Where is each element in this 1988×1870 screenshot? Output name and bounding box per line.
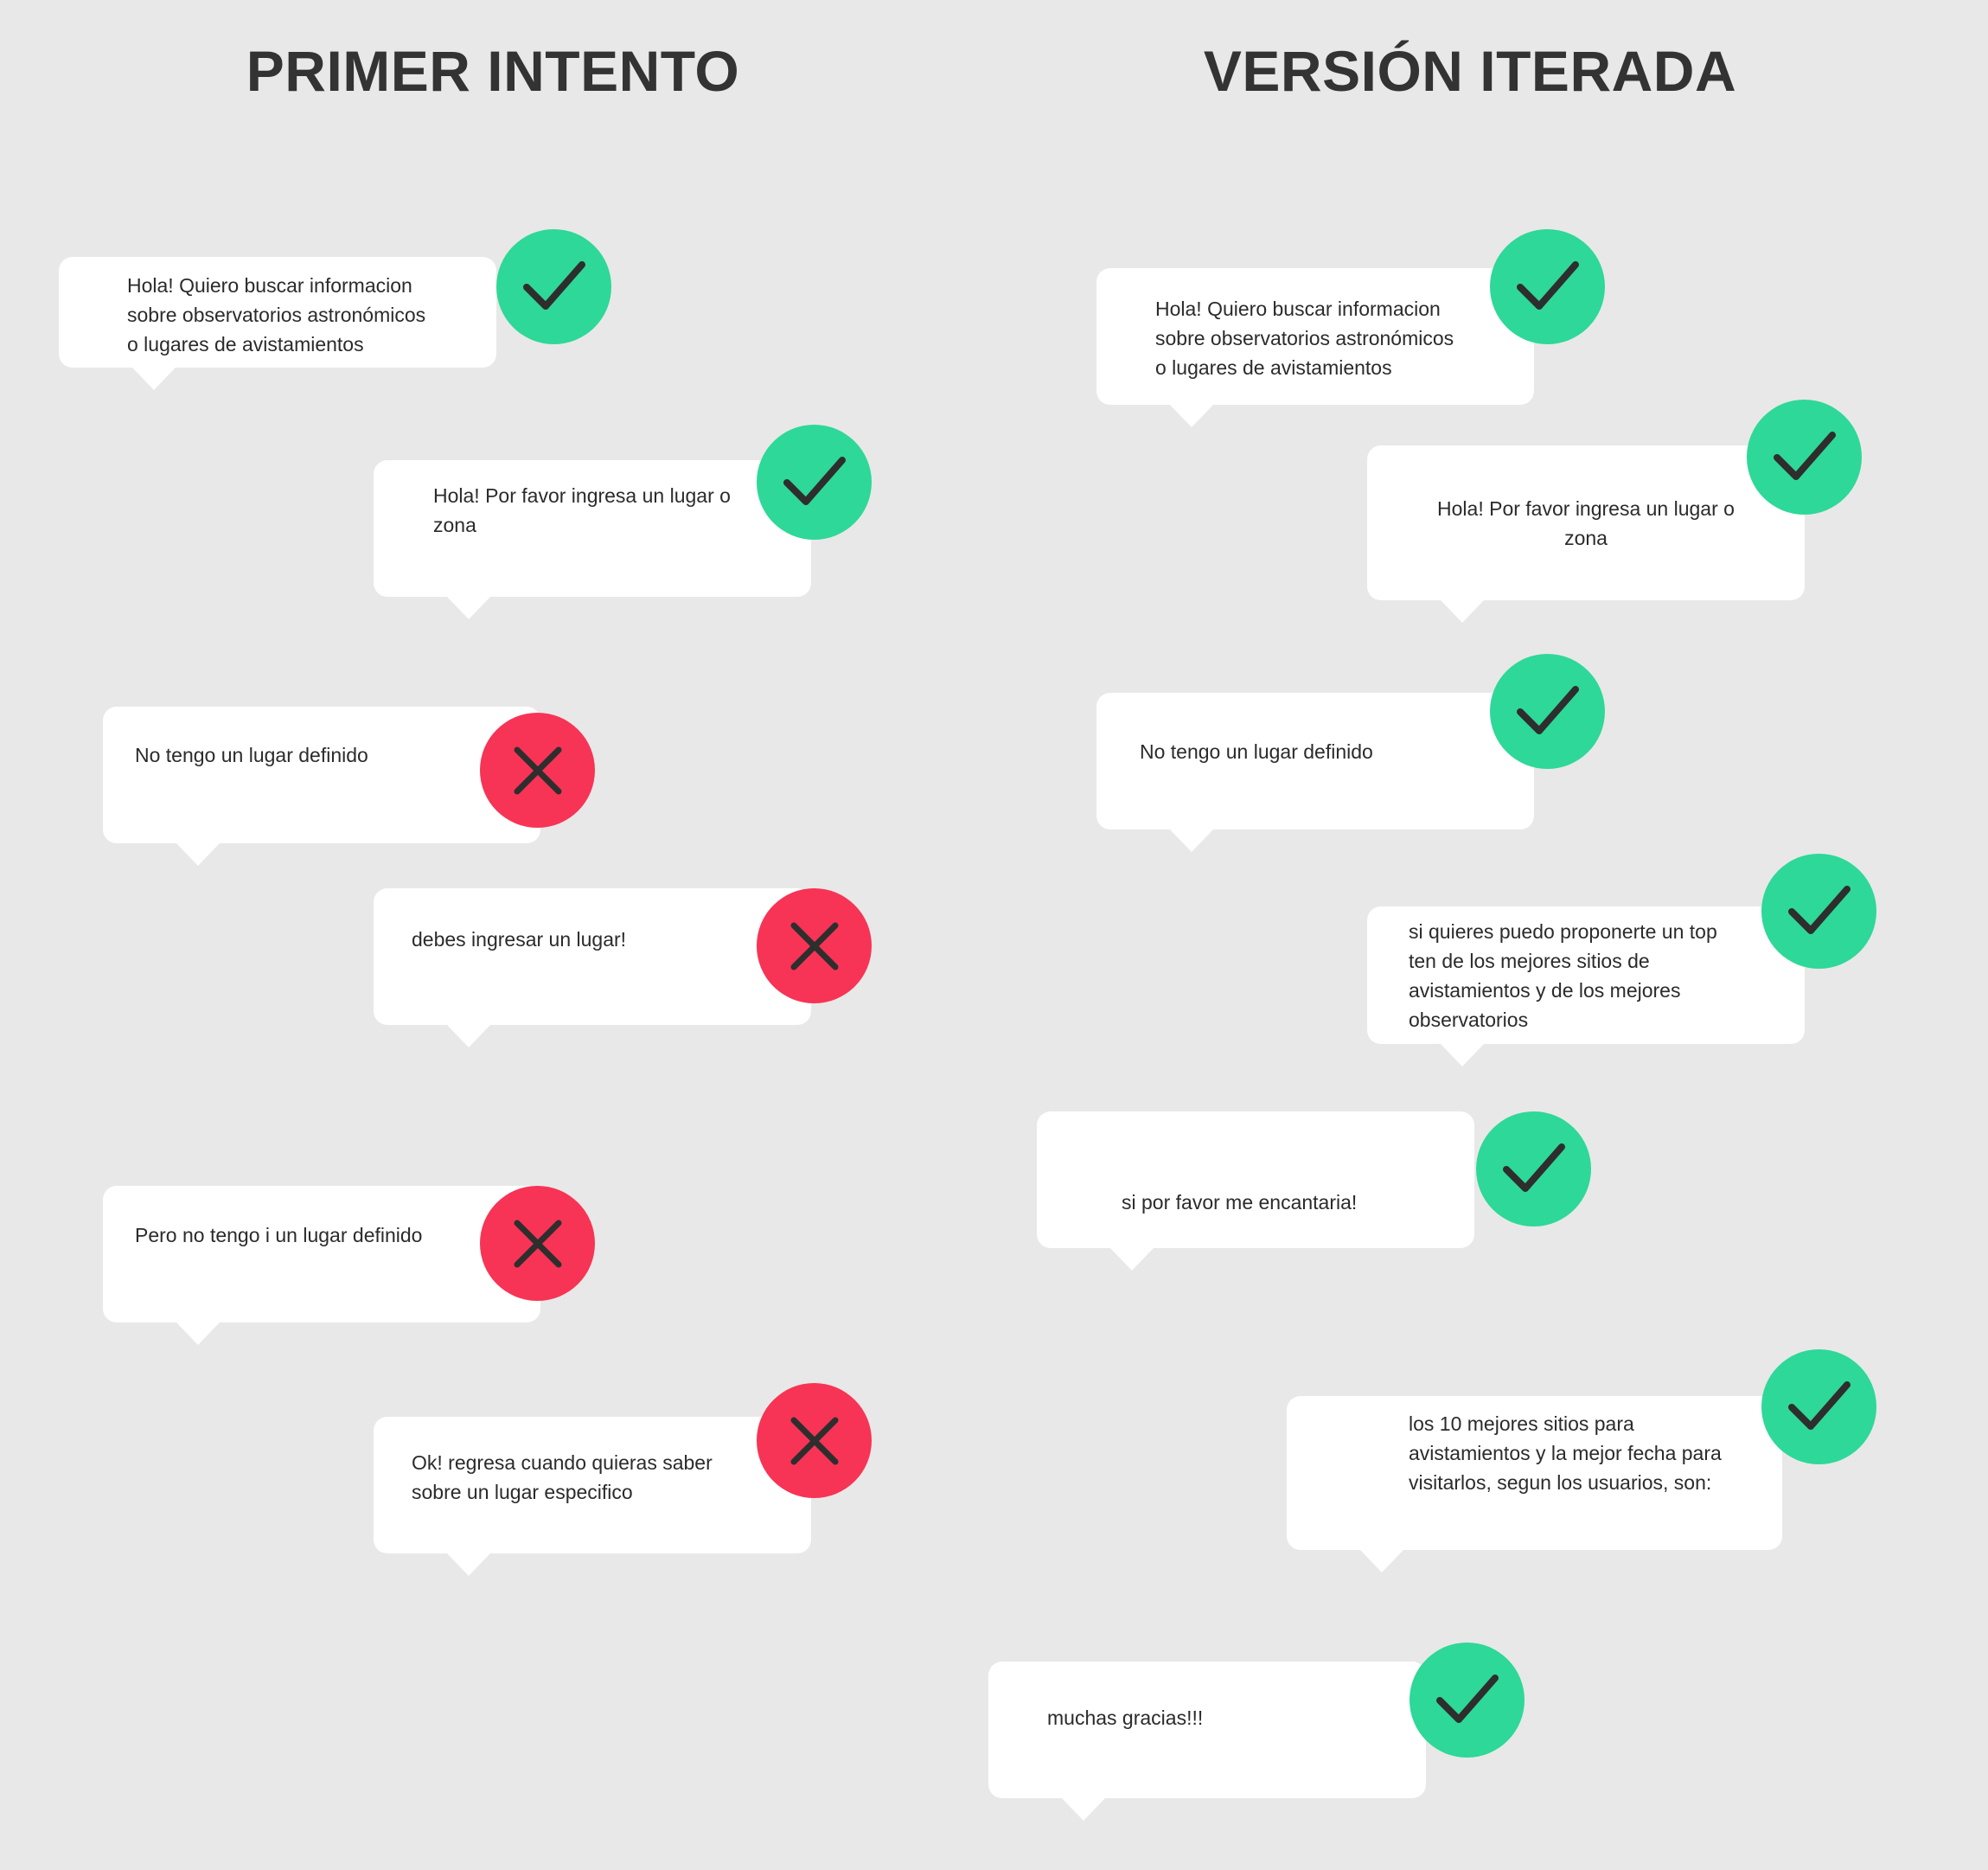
check-icon <box>1747 400 1862 515</box>
check-icon <box>1761 1349 1876 1464</box>
check-icon <box>1409 1643 1525 1758</box>
message-text: Pero no tengo i un lugar definido <box>135 1224 423 1246</box>
x-icon <box>757 888 872 1003</box>
message-text: los 10 mejores sitios para avistamientos… <box>1409 1412 1722 1494</box>
check-icon <box>496 229 611 344</box>
message-text: Ok! regresa cuando quieras saber sobre u… <box>412 1451 713 1503</box>
message-text: Hola! Por favor ingresa un lugar o zona <box>433 484 731 536</box>
message-text: muchas gracias!!! <box>1047 1707 1204 1729</box>
x-icon <box>757 1383 872 1498</box>
chat-bubble-bot: Ok! regresa cuando quieras saber sobre u… <box>374 1417 811 1576</box>
chat-bubble-user: Hola! Quiero buscar informacion sobre ob… <box>59 257 496 390</box>
check-icon <box>1490 654 1605 769</box>
message-text: No tengo un lugar definido <box>1140 740 1373 763</box>
chat-bubble-user: muchas gracias!!! <box>988 1662 1426 1821</box>
check-icon <box>757 425 872 540</box>
title-primer-intento: PRIMER INTENTO <box>246 39 740 103</box>
check-icon <box>1761 854 1876 969</box>
message-text: si quieres puedo proponerte un top ten d… <box>1409 920 1717 1031</box>
chat-bubble-bot: Hola! Por favor ingresa un lugar o zona <box>374 460 811 619</box>
message-text: Hola! Quiero buscar informacion sobre ob… <box>1155 298 1454 379</box>
chat-bubble-user: Pero no tengo i un lugar definido <box>103 1186 540 1345</box>
title-version-iterada: VERSIÓN ITERADA <box>1203 39 1737 103</box>
message-text: No tengo un lugar definido <box>135 744 368 766</box>
chat-bubble-bot: si quieres puedo proponerte un top ten d… <box>1367 906 1805 1066</box>
message-text: debes ingresar un lugar! <box>412 928 627 951</box>
chat-bubble-user: Hola! Quiero buscar informacion sobre ob… <box>1096 268 1534 427</box>
message-text: Hola! Por favor ingresa un lugar o zona <box>1437 497 1735 549</box>
chat-bubble-user: si por favor me encantaria! <box>1037 1111 1474 1271</box>
message-text: si por favor me encantaria! <box>1122 1191 1358 1214</box>
chat-bubble-user: No tengo un lugar definido <box>1096 693 1534 852</box>
check-icon <box>1476 1111 1591 1226</box>
chat-bubble-user: No tengo un lugar definido <box>103 707 540 866</box>
chat-bubble-bot: Hola! Por favor ingresa un lugar o zona <box>1367 445 1805 623</box>
x-icon <box>480 713 595 828</box>
message-text: Hola! Quiero buscar informacion sobre ob… <box>127 274 426 355</box>
x-icon <box>480 1186 595 1301</box>
chat-bubble-bot: debes ingresar un lugar! <box>374 888 811 1047</box>
check-icon <box>1490 229 1605 344</box>
chat-bubble-bot: los 10 mejores sitios para avistamientos… <box>1287 1396 1782 1572</box>
